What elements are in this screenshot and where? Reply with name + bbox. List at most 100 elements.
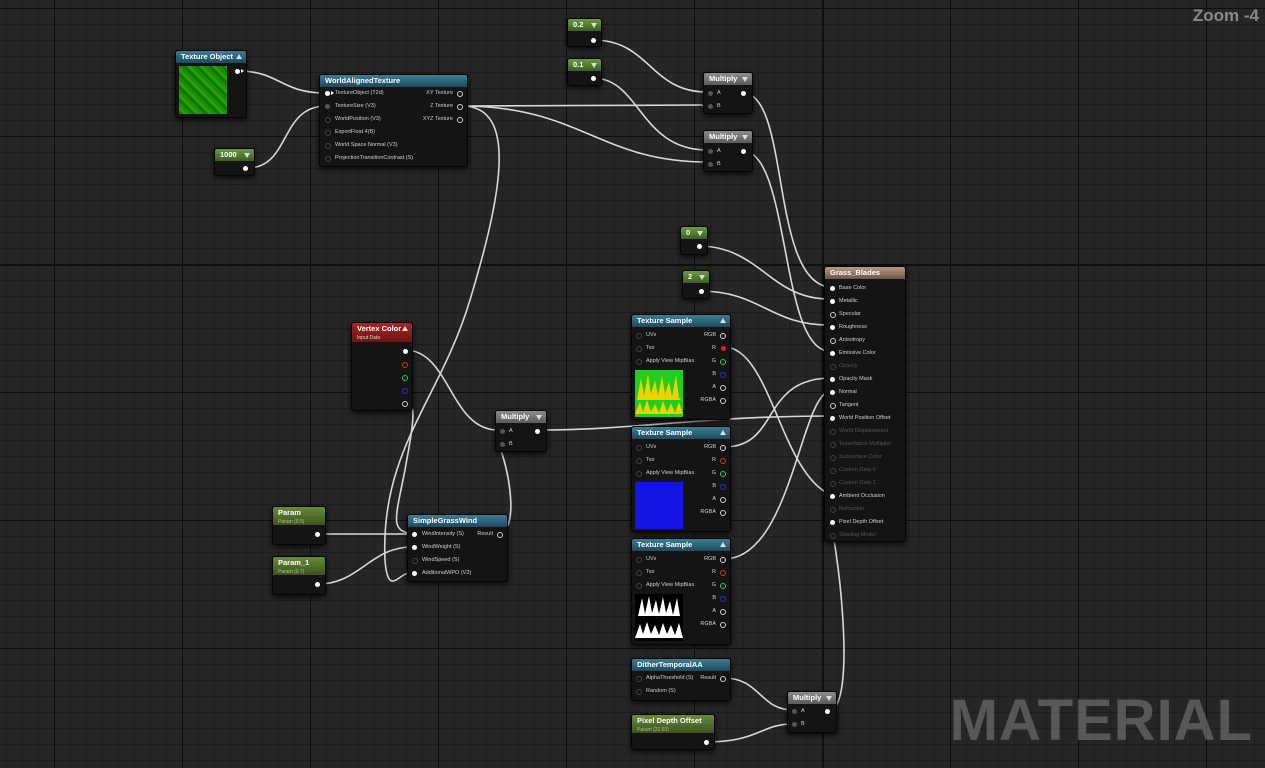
output-pin[interactable]	[704, 740, 709, 745]
vertex-color-node[interactable]: Vertex Color Input Data	[351, 322, 413, 411]
node-header[interactable]: Multiply	[788, 692, 836, 704]
input-pin-refraction[interactable]	[830, 507, 836, 513]
node-header[interactable]: Vertex Color Input Data	[352, 323, 412, 342]
collapse-arrow-icon[interactable]	[402, 326, 408, 331]
input-pin[interactable]	[636, 458, 642, 464]
node-header[interactable]: WorldAlignedTexture	[320, 75, 467, 87]
input-pin-world-position-offset[interactable]	[830, 416, 835, 421]
output-pin-g[interactable]	[402, 375, 408, 381]
input-pin-anisotropy[interactable]	[830, 338, 836, 344]
input-pin-specular[interactable]	[830, 312, 836, 318]
input-pin-ambient-occlusion[interactable]	[830, 494, 835, 499]
input-pin[interactable]	[412, 532, 417, 537]
output-pin[interactable]	[315, 582, 320, 587]
input-pin-custom-data-1[interactable]	[830, 481, 836, 487]
output-pin-g[interactable]	[720, 583, 726, 589]
output-pin[interactable]	[741, 91, 746, 96]
expand-arrow-icon[interactable]	[536, 415, 542, 420]
multiply-node[interactable]: Multiply A B	[495, 410, 547, 452]
output-pin[interactable]	[591, 76, 596, 81]
input-pin[interactable]	[325, 117, 331, 123]
multiply-node[interactable]: Multiply A B	[703, 130, 753, 172]
input-pin[interactable]	[636, 676, 642, 682]
input-pin[interactable]	[325, 143, 331, 149]
output-pin-r[interactable]	[720, 458, 726, 464]
expand-arrow-icon[interactable]	[244, 153, 250, 158]
output-pin[interactable]	[697, 244, 702, 249]
input-pin-opacity-mask[interactable]	[830, 377, 835, 382]
output-pin-r[interactable]	[721, 346, 726, 351]
input-pin[interactable]	[325, 130, 331, 136]
collapse-arrow-icon[interactable]	[720, 430, 726, 435]
output-pin[interactable]	[235, 69, 240, 74]
expand-arrow-icon[interactable]	[591, 63, 597, 68]
texture-sample-node[interactable]: Texture Sample UVs Tex Apply View MipBia…	[631, 538, 731, 645]
output-pin[interactable]	[315, 532, 320, 537]
node-header[interactable]: 0	[681, 227, 707, 239]
input-pin-roughness[interactable]	[830, 325, 835, 330]
collapse-arrow-icon[interactable]	[720, 542, 726, 547]
node-header[interactable]: 2	[683, 271, 709, 283]
expand-arrow-icon[interactable]	[742, 77, 748, 82]
output-pin-g[interactable]	[720, 471, 726, 477]
output-pin[interactable]	[497, 532, 503, 538]
world-aligned-texture-node[interactable]: WorldAlignedTexture TextureObject (T2d) …	[319, 74, 468, 167]
output-pin-rgb[interactable]	[720, 333, 726, 339]
dither-temporal-aa-node[interactable]: DitherTemporalAA AlphaThreshold (S) Rand…	[631, 658, 731, 701]
input-pin-b[interactable]	[708, 162, 713, 167]
node-header[interactable]: 0.1	[568, 59, 601, 71]
input-pin-a[interactable]	[708, 91, 713, 96]
input-pin[interactable]	[636, 471, 642, 477]
node-header[interactable]: Texture Object	[176, 51, 246, 63]
collapse-arrow-icon[interactable]	[720, 318, 726, 323]
output-pin[interactable]	[825, 709, 830, 714]
output-pin-rgba[interactable]	[720, 622, 726, 628]
output-pin-g[interactable]	[720, 359, 726, 365]
param-1-node[interactable]: Param_1 Param (0.7)	[272, 556, 326, 595]
collapse-arrow-icon[interactable]	[236, 54, 242, 59]
constant-1000-node[interactable]: 1000	[214, 148, 255, 176]
input-pin-tangent[interactable]	[830, 403, 836, 409]
output-pin[interactable]	[699, 289, 704, 294]
output-pin-a[interactable]	[720, 609, 726, 615]
input-pin-base-color[interactable]	[830, 286, 835, 291]
output-pin[interactable]	[243, 166, 248, 171]
input-pin[interactable]	[636, 346, 642, 352]
input-pin[interactable]	[636, 445, 642, 451]
constant-2-node[interactable]: 2	[682, 270, 710, 299]
output-pin-r[interactable]	[402, 362, 408, 368]
input-pin-custom-data-0[interactable]	[830, 468, 836, 474]
input-pin-tessellation-multiplier[interactable]	[830, 442, 836, 448]
input-pin-pixel-depth-offset[interactable]	[830, 520, 835, 525]
node-header[interactable]: 1000	[215, 149, 254, 161]
output-pin-b[interactable]	[720, 372, 726, 378]
multiply-node[interactable]: Multiply A B	[703, 72, 753, 114]
output-pin[interactable]	[457, 91, 463, 97]
output-pin-b[interactable]	[402, 388, 408, 394]
input-pin[interactable]	[412, 545, 417, 550]
input-pin-a[interactable]	[500, 429, 505, 434]
output-pin-a[interactable]	[720, 385, 726, 391]
texture-object-node[interactable]: Texture Object	[175, 50, 247, 118]
output-pin-a[interactable]	[720, 497, 726, 503]
output-pin-b[interactable]	[720, 596, 726, 602]
output-pin-r[interactable]	[720, 570, 726, 576]
input-pin-shading-model[interactable]	[830, 533, 836, 539]
input-pin-emissive-color[interactable]	[830, 351, 835, 356]
constant-0-2-node[interactable]: 0.2	[567, 18, 602, 47]
input-pin[interactable]	[325, 91, 330, 96]
param-node[interactable]: Param Param (0.5)	[272, 506, 326, 545]
output-pin[interactable]	[535, 429, 540, 434]
output-pin-rgb[interactable]	[720, 445, 726, 451]
node-header[interactable]: Grass_Blades	[825, 267, 905, 279]
output-pin[interactable]	[741, 149, 746, 154]
expand-arrow-icon[interactable]	[699, 275, 705, 280]
input-pin[interactable]	[636, 583, 642, 589]
input-pin-b[interactable]	[708, 104, 713, 109]
expand-arrow-icon[interactable]	[697, 231, 703, 236]
node-header[interactable]: Multiply	[704, 73, 752, 85]
multiply-node[interactable]: Multiply A B	[787, 691, 837, 733]
input-pin-metallic[interactable]	[830, 299, 835, 304]
input-pin-opacity[interactable]	[830, 364, 836, 370]
